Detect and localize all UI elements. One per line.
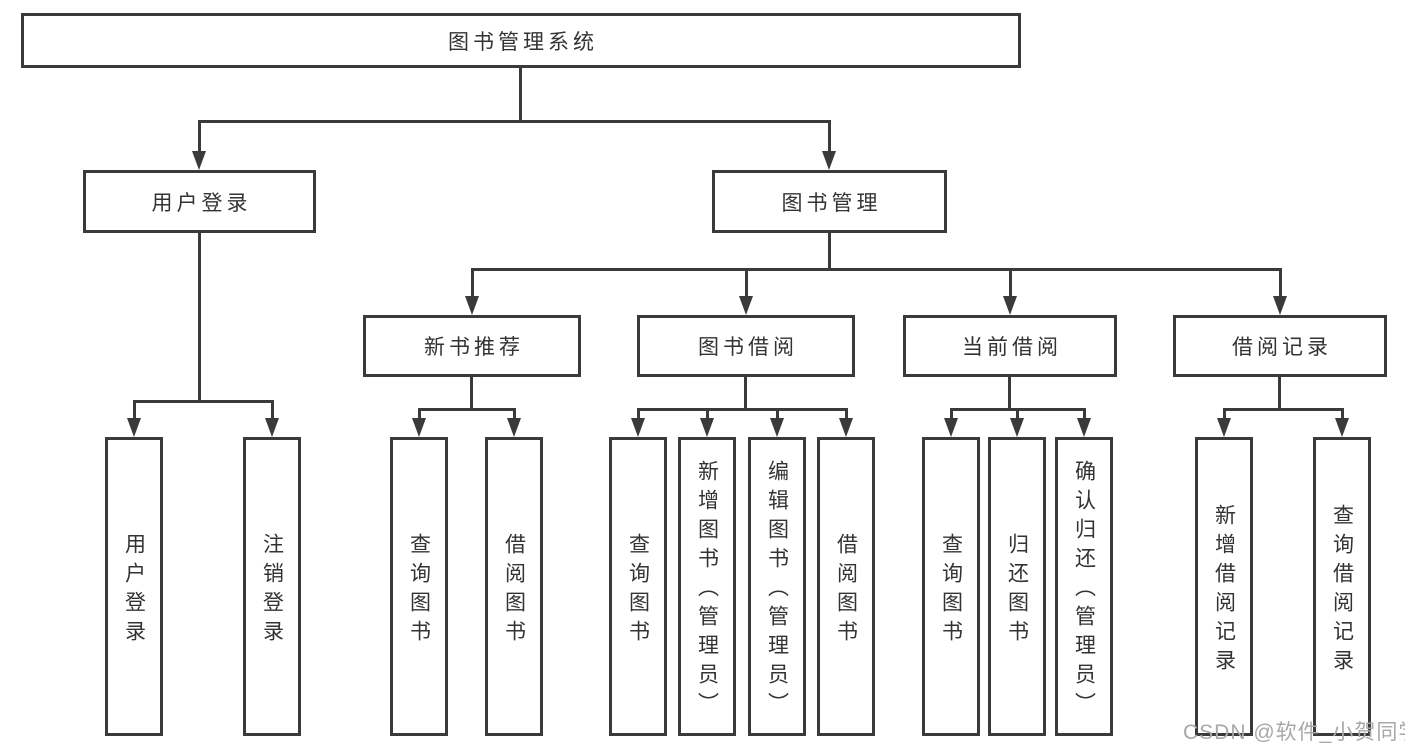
- node-label: 图书管理: [781, 191, 882, 215]
- arrow-down-icon: [1217, 418, 1231, 437]
- csdn-watermark: CSDN @软件_小贺同学: [1183, 721, 1405, 744]
- node-book-borrowing: 图书借阅: [637, 315, 855, 377]
- arrow-down-icon: [412, 418, 426, 437]
- connector-drop-nb-borrow: [513, 408, 516, 422]
- leaf-label: 新增图书（管理员）: [695, 460, 719, 721]
- arrow-down-icon: [631, 418, 645, 437]
- node-book-management: 图书管理: [712, 170, 947, 233]
- connector-drop-cb-return: [1016, 408, 1019, 422]
- leaf-query-borrow-record: 查询借阅记录: [1313, 437, 1371, 736]
- node-label: 借阅记录: [1232, 336, 1332, 359]
- connector-user-login-rail: [133, 400, 273, 403]
- leaf-label: 用户登录: [122, 532, 146, 649]
- connector-root-rail: [198, 120, 831, 123]
- leaf-label: 注销登录: [260, 532, 284, 649]
- leaf-label: 归还图书: [1005, 532, 1029, 649]
- leaf-label: 新增借阅记录: [1212, 503, 1236, 678]
- arrow-down-icon: [1010, 418, 1024, 437]
- node-label: 图书管理系统: [448, 30, 598, 54]
- arrow-down-icon: [770, 418, 784, 437]
- leaf-query-books-borrowing: 查询图书: [609, 437, 667, 736]
- leaf-add-borrow-record: 新增借阅记录: [1195, 437, 1253, 736]
- connector-book-management-rail: [471, 268, 1281, 271]
- leaf-label: 查询图书: [407, 532, 431, 649]
- arrow-down-icon: [944, 418, 958, 437]
- leaf-label: 确认归还（管理员）: [1072, 460, 1096, 721]
- leaf-label: 查询借阅记录: [1330, 503, 1354, 678]
- connector-book-borrowing-stem: [744, 377, 747, 411]
- connector-root-stem: [519, 68, 522, 122]
- connector-current-borrowing-stem: [1008, 377, 1011, 411]
- leaf-label: 查询图书: [939, 532, 963, 649]
- connector-drop-borrowing-records: [1279, 268, 1282, 298]
- leaf-logout: 注销登录: [243, 437, 301, 736]
- node-label: 当前借阅: [962, 336, 1062, 359]
- connector-book-management-stem: [828, 233, 831, 271]
- connector-drop-bb-borrow: [845, 408, 848, 422]
- arrow-down-icon: [192, 151, 206, 170]
- arrow-down-icon: [739, 296, 753, 315]
- connector-drop-new-books: [471, 268, 474, 298]
- arrow-down-icon: [700, 418, 714, 437]
- connector-user-login-stem: [198, 233, 201, 403]
- leaf-confirm-return-admin: 确认归还（管理员）: [1055, 437, 1113, 736]
- connector-drop-br-add: [1223, 408, 1226, 422]
- leaf-label: 查询图书: [626, 532, 650, 649]
- node-borrowing-records: 借阅记录: [1173, 315, 1387, 377]
- arrow-down-icon: [1077, 418, 1091, 437]
- node-label: 用户登录: [151, 191, 252, 215]
- connector-drop-nb-query: [418, 408, 421, 422]
- arrow-down-icon: [1335, 418, 1349, 437]
- arrow-down-icon: [265, 418, 279, 437]
- connector-drop-bb-query: [637, 408, 640, 422]
- node-library-management-system: 图书管理系统: [21, 13, 1021, 68]
- arrow-down-icon: [822, 151, 836, 170]
- connector-new-books-rail: [418, 408, 516, 411]
- node-label: 新书推荐: [424, 336, 524, 359]
- leaf-borrow-books-borrowing: 借阅图书: [817, 437, 875, 736]
- connector-drop-book-borrowing: [745, 268, 748, 298]
- connector-drop-leaf-user-login: [133, 400, 136, 420]
- connector-drop-user-login: [198, 120, 201, 153]
- leaf-add-books-admin: 新增图书（管理员）: [678, 437, 736, 736]
- node-user-login: 用户登录: [83, 170, 316, 233]
- node-current-borrowing: 当前借阅: [903, 315, 1117, 377]
- leaf-label: 借阅图书: [834, 532, 858, 649]
- connector-borrowing-records-rail: [1223, 408, 1344, 411]
- connector-drop-bb-add: [706, 408, 709, 422]
- node-label: 图书借阅: [698, 336, 798, 359]
- connector-drop-current-borrowing: [1009, 268, 1012, 298]
- connector-drop-book-management: [828, 120, 831, 153]
- leaf-query-books-current: 查询图书: [922, 437, 980, 736]
- arrow-down-icon: [1273, 296, 1287, 315]
- node-new-book-recommendation: 新书推荐: [363, 315, 581, 377]
- connector-drop-br-query: [1341, 408, 1344, 422]
- leaf-edit-books-admin: 编辑图书（管理员）: [748, 437, 806, 736]
- arrow-down-icon: [127, 418, 141, 437]
- arrow-down-icon: [839, 418, 853, 437]
- leaf-borrow-books-newbooks: 借阅图书: [485, 437, 543, 736]
- connector-book-borrowing-rail: [637, 408, 848, 411]
- leaf-label: 借阅图书: [502, 532, 526, 649]
- leaf-label: 编辑图书（管理员）: [765, 460, 789, 721]
- arrow-down-icon: [465, 296, 479, 315]
- leaf-user-login: 用户登录: [105, 437, 163, 736]
- arrow-down-icon: [1003, 296, 1017, 315]
- connector-drop-cb-query: [950, 408, 953, 422]
- arrow-down-icon: [507, 418, 521, 437]
- leaf-query-books-newbooks: 查询图书: [390, 437, 448, 736]
- connector-borrowing-records-stem: [1278, 377, 1281, 411]
- connector-new-books-stem: [470, 377, 473, 411]
- connector-drop-leaf-logout: [271, 400, 274, 420]
- connector-drop-cb-confirm: [1083, 408, 1086, 422]
- connector-drop-bb-edit: [776, 408, 779, 422]
- leaf-return-books: 归还图书: [988, 437, 1046, 736]
